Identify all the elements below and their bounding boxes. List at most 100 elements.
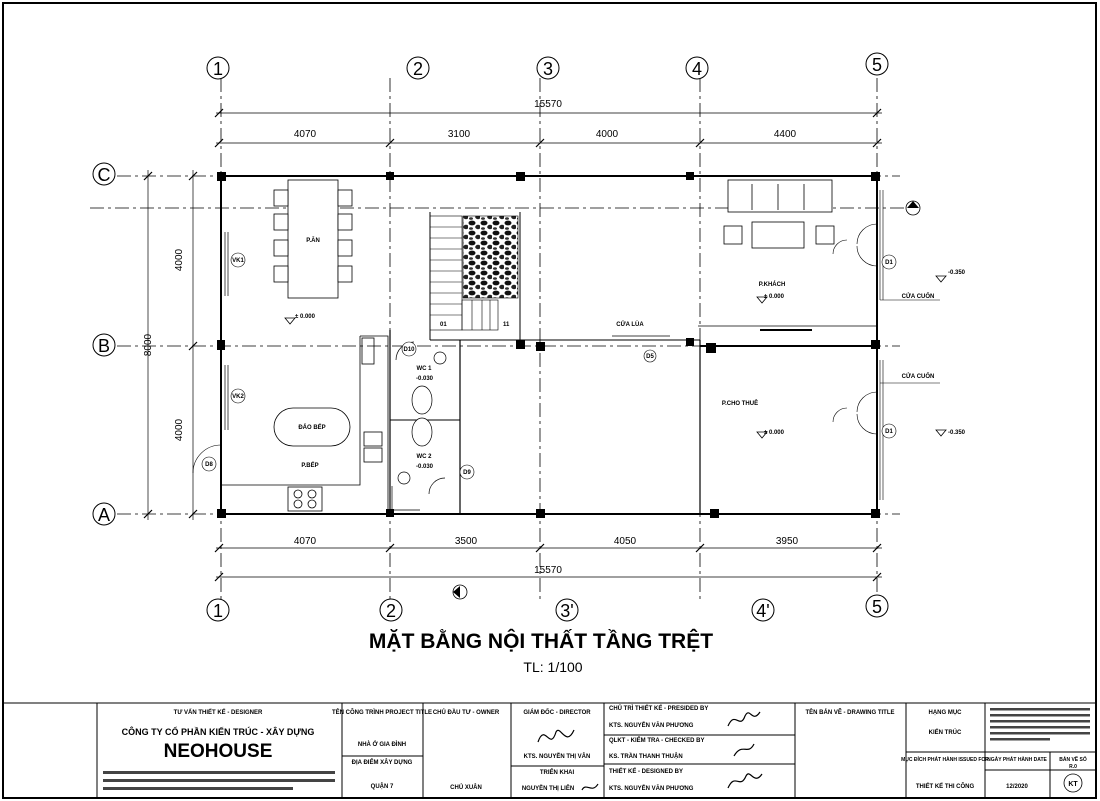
- stair-label-11: 11: [503, 322, 510, 328]
- tb-presided: KTS. NGUYỄN VĂN PHƯƠNG: [609, 722, 694, 729]
- left-windows: [224, 232, 229, 430]
- svg-text:3: 3: [543, 59, 553, 79]
- stair-label-01: 01: [440, 322, 447, 328]
- grid-bubble-top-1: 1: [206, 56, 230, 80]
- svg-text:5: 5: [872, 55, 882, 75]
- tb-issued-header: MỤC ĐÍCH PHÁT HÀNH ISSUED FOR: [901, 755, 989, 763]
- tag-d1-top: D1: [885, 260, 893, 266]
- grid-bubble-top-2: 2: [406, 56, 430, 80]
- dim-top-span-2: 3100: [448, 129, 471, 140]
- dim-bottom-span-2: 3500: [455, 536, 478, 547]
- kitchen-counter: [221, 335, 389, 514]
- tb-contact-lines: [103, 771, 335, 790]
- tb-owner: CHỦ XUÂN: [450, 784, 482, 791]
- signatures: [537, 711, 763, 791]
- tag-vk1: VK1: [232, 258, 244, 264]
- level-wc1: -0.030: [416, 376, 434, 382]
- tag-d5: D5: [646, 354, 654, 360]
- dim-top-span-4: 4400: [774, 129, 797, 140]
- wc-fixtures: [391, 341, 447, 511]
- sliding-door: [612, 329, 812, 341]
- tb-drawer: NGUYỄN THỊ LIÊN: [522, 784, 574, 792]
- tb-rev: R.0: [1069, 764, 1077, 770]
- level-rental: ± 0.000: [764, 430, 785, 436]
- svg-text:2: 2: [413, 59, 423, 79]
- dim-left-span-1: 4000: [174, 248, 185, 271]
- svg-text:KT: KT: [1068, 781, 1078, 788]
- tb-location: QUẬN 7: [371, 783, 394, 790]
- dimension-lines: [143, 108, 882, 582]
- tb-designer-header: TƯ VẤN THIẾT KẾ - DESIGNER: [174, 709, 263, 716]
- grid-bubble-bottom-2: 2: [379, 598, 403, 622]
- tb-date-header: NGÀY PHÁT HÀNH DATE: [987, 756, 1047, 763]
- tb-category: KIẾN TRÚC: [929, 729, 962, 736]
- svg-text:1: 1: [213, 601, 223, 621]
- grid-bubble-row-b: B: [92, 333, 116, 357]
- room-dining-label: P.ĂN: [306, 237, 320, 244]
- tag-d1-bottom: D1: [885, 429, 893, 435]
- living-furniture: [723, 179, 835, 249]
- dining-set: [273, 179, 353, 299]
- right-bifold-doors: [832, 190, 940, 500]
- kitchen-island: [273, 407, 351, 447]
- tb-project-header: TÊN CÔNG TRÌNH PROJECT TITLE: [332, 708, 432, 716]
- tag-d8: D8: [205, 462, 213, 468]
- tb-date: 12/2020: [1006, 784, 1028, 790]
- grid-bubble-top-4: 4: [685, 56, 709, 80]
- room-wc2-label: WC 2: [417, 454, 433, 460]
- tb-sheet-no-header: BẢN VẼ SỐ: [1059, 756, 1087, 763]
- svg-text:A: A: [98, 505, 110, 525]
- label-cua-cuon-1: CỬA CUỐN: [902, 293, 935, 300]
- grid-lines: [90, 78, 910, 600]
- tb-project: NHÀ Ở GIA ĐÌNH: [358, 740, 406, 748]
- title-block: [3, 702, 1096, 798]
- dim-bottom-span-3: 4050: [614, 536, 637, 547]
- tb-company: CÔNG TY CỔ PHẦN KIẾN TRÚC - XÂY DỰNG: [122, 726, 315, 737]
- tag-d9: D9: [463, 470, 471, 476]
- stone-garden: [462, 215, 519, 299]
- dim-left-span-2: 4000: [174, 418, 185, 441]
- svg-text:2: 2: [386, 601, 396, 621]
- dim-bottom-total: 15570: [534, 565, 562, 576]
- level-dining: ± 0.000: [295, 314, 316, 320]
- drawing-title: MẶT BẰNG NỘI THẤT TẦNG TRỆT: [369, 629, 713, 653]
- dim-top-span-1: 4070: [294, 129, 317, 140]
- tb-presided-header: CHỦ TRÌ THIẾT KẾ - PRESIDED BY: [609, 704, 708, 712]
- grid-bubble-top-3: 3: [536, 56, 560, 80]
- tb-director-header: GIÁM ĐỐC - DIRECTOR: [523, 709, 591, 716]
- dim-top-span-3: 4000: [596, 129, 619, 140]
- level-markers: [284, 275, 947, 439]
- dim-bottom-span-4: 3950: [776, 536, 799, 547]
- tb-drawing-title-header: TÊN BẢN VẼ - DRAWING TITLE: [806, 708, 895, 716]
- element-tags: [201, 252, 897, 480]
- level-living: ± 0.000: [764, 294, 785, 300]
- grid-bubble-bottom-4: 4': [751, 598, 775, 622]
- tb-notes-lines: [990, 708, 1090, 741]
- grid-bubble-bottom-5: 5: [865, 594, 889, 618]
- svg-text:4: 4: [692, 59, 702, 79]
- grid-bubble-bottom-3: 3': [555, 598, 579, 622]
- tag-d10: D10: [403, 347, 415, 353]
- section-marker-top: [905, 200, 921, 216]
- tb-owner-header: CHỦ ĐẦU TƯ - OWNER: [433, 709, 500, 716]
- svg-text:1: 1: [213, 59, 223, 79]
- tb-issued: THIẾT KẾ THI CÔNG: [916, 782, 975, 790]
- staircase: [429, 215, 499, 331]
- level-outside-2: -0.350: [948, 430, 966, 436]
- section-marker-bottom: [452, 584, 468, 600]
- tb-checked: KS. TRẦN THANH THUẬN: [609, 753, 683, 760]
- label-cua-lua: CỬA LÙA: [616, 321, 644, 328]
- drawing-scale: TL: 1/100: [523, 659, 582, 675]
- svg-text:5: 5: [872, 597, 882, 617]
- columns: [217, 172, 880, 518]
- grid-bubble-row-c: C: [92, 162, 116, 186]
- tag-vk2: VK2: [232, 394, 244, 400]
- dim-top-total: 15570: [534, 99, 562, 110]
- tb-checked-header: QLKT - KIỂM TRA - CHECKED BY: [609, 737, 704, 744]
- tb-brand: NEOHOUSE: [164, 741, 273, 762]
- dim-bottom-span-1: 4070: [294, 536, 317, 547]
- room-rental-label: P.CHO THUÊ: [722, 399, 758, 407]
- grid-bubble-top-5: 5: [865, 52, 889, 76]
